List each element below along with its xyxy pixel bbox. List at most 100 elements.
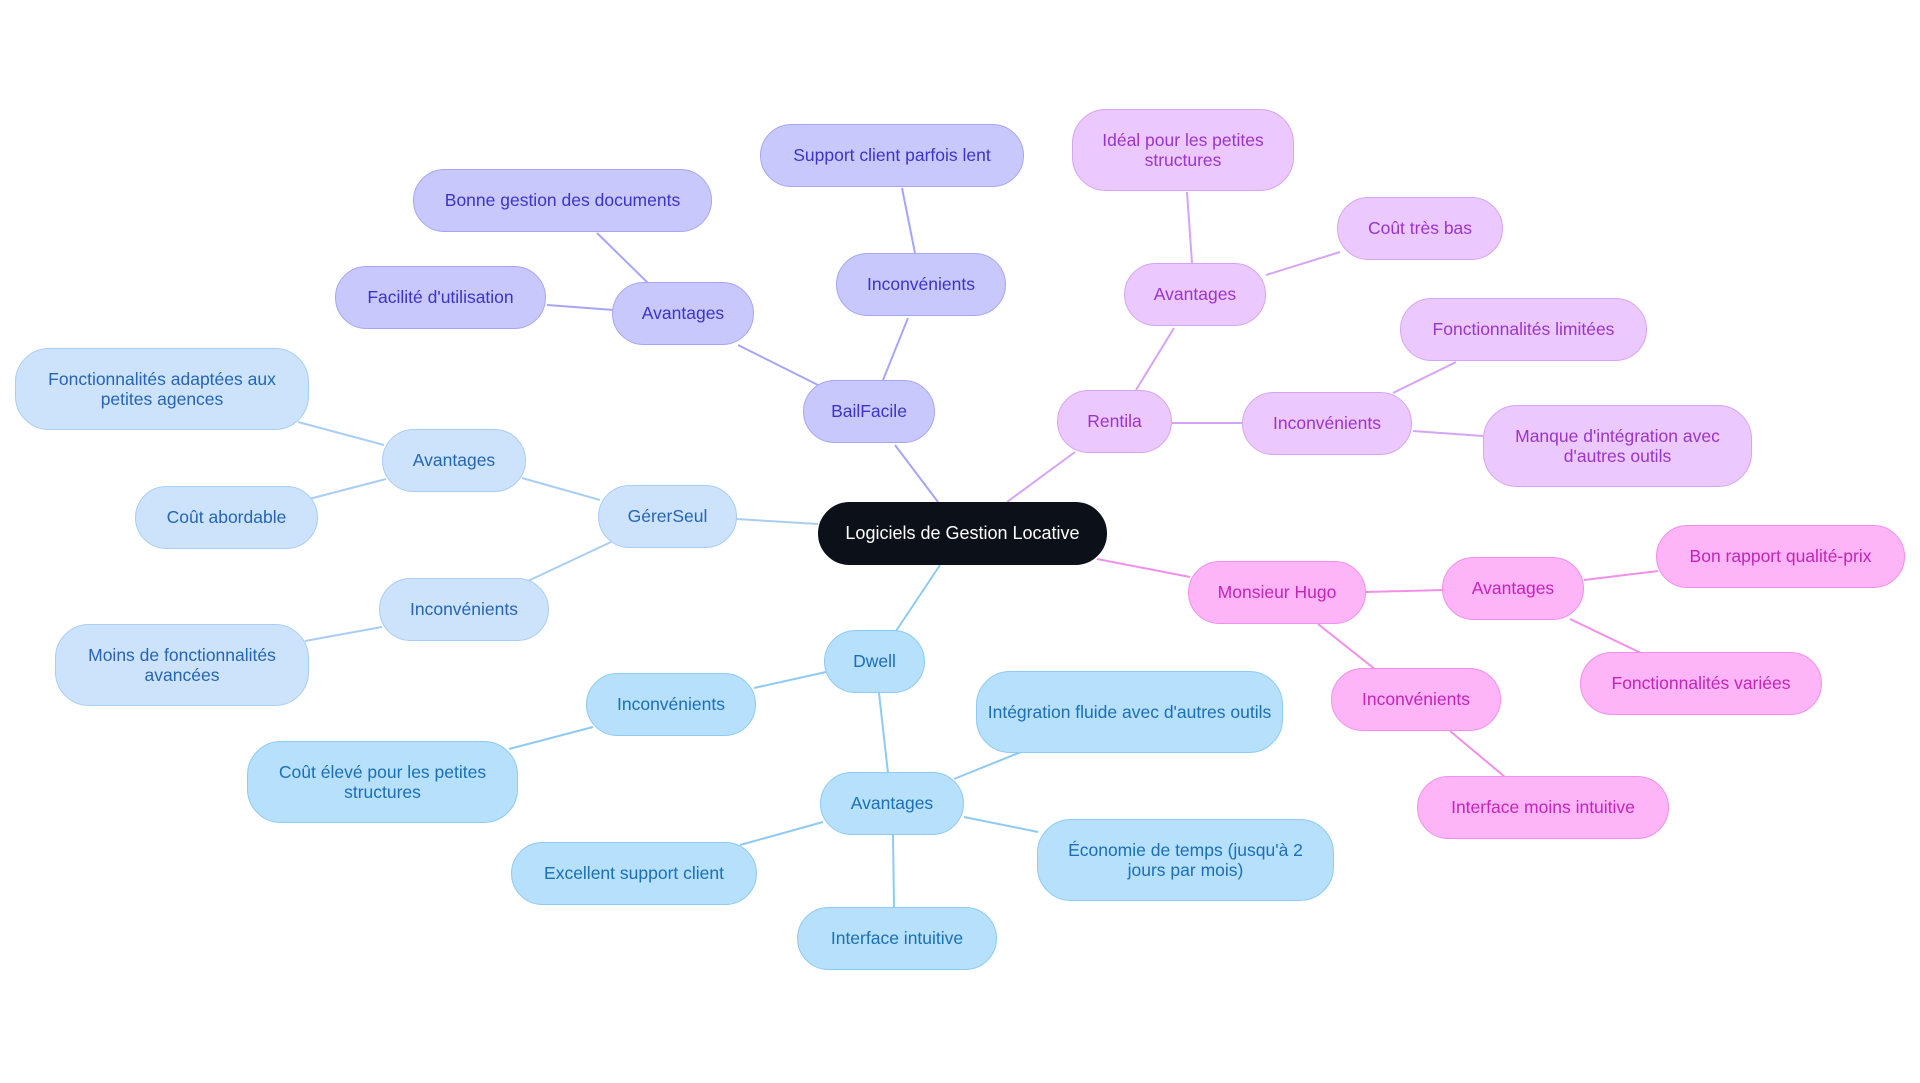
item-label: Fonctionnalités adaptées aux petites age… — [48, 368, 276, 409]
bailfacile-inconvenients[interactable]: Inconvénients — [836, 253, 1006, 316]
gererseul-avantages[interactable]: Avantages — [382, 429, 526, 492]
dwell-inconvenients[interactable]: Inconvénients — [586, 673, 756, 736]
category-label: Avantages — [1153, 284, 1237, 305]
monsieur-hugo-inconvenient-item[interactable]: Interface moins intuitive — [1417, 776, 1669, 839]
dwell-avantage-item[interactable]: Intégration fluide avec d'autres outils — [976, 671, 1283, 753]
monsieur-hugo-avantages[interactable]: Avantages — [1442, 557, 1584, 620]
branch-bailfacile[interactable]: BailFacile — [803, 380, 935, 443]
category-label: Avantages — [1471, 578, 1555, 599]
dwell-avantage-item[interactable]: Économie de temps (jusqu'à 2 jours par m… — [1037, 819, 1334, 901]
edge-hugo-avantages — [1365, 589, 1444, 593]
edge-avantages-bon-rapport — [1583, 570, 1659, 581]
item-label: Économie de temps (jusqu'à 2 jours par m… — [1068, 839, 1303, 880]
dwell-inconvenient-item[interactable]: Coût élevé pour les petites structures — [247, 741, 518, 823]
item-label: Coût abordable — [166, 507, 287, 528]
item-label: Bonne gestion des documents — [444, 190, 681, 211]
bailfacile-avantage-item[interactable]: Bonne gestion des documents — [413, 169, 712, 232]
gererseul-inconvenient-item[interactable]: Moins de fonctionnalités avancées — [55, 624, 309, 706]
edge-avantages-facilite — [546, 304, 615, 311]
rentila-avantage-item[interactable]: Idéal pour les petites structures — [1072, 109, 1294, 191]
edge-inconvenients-fonct-limitees — [1392, 361, 1457, 394]
edge-avantages-cout-abordable — [308, 478, 387, 500]
edge-avantages-interface-intuitive — [892, 834, 895, 909]
item-label: Fonctionnalités limitées — [1432, 319, 1615, 340]
category-label: Avantages — [641, 303, 725, 324]
branch-monsieur-hugo[interactable]: Monsieur Hugo — [1188, 561, 1366, 624]
edge-avantages-fonct-variees — [1569, 618, 1644, 655]
bailfacile-inconvenient-item[interactable]: Support client parfois lent — [760, 124, 1024, 187]
edge-avantages-ideal — [1186, 191, 1193, 264]
edge-avantages-bonne-gestion — [596, 232, 651, 286]
edge-avantages-excellent-support — [739, 821, 824, 846]
item-label: Interface moins intuitive — [1451, 797, 1635, 818]
edge-bailfacile-inconvenients — [882, 317, 909, 381]
item-label: Bon rapport qualité-prix — [1689, 546, 1872, 567]
edge-rentila-avantages — [1135, 327, 1175, 391]
item-label: Coût très bas — [1367, 218, 1473, 239]
branch-gererseul[interactable]: GérerSeul — [598, 485, 737, 548]
edge-root-rentila — [1006, 451, 1076, 503]
category-label: Avantages — [412, 450, 496, 471]
gererseul-inconvenients[interactable]: Inconvénients — [379, 578, 549, 641]
branch-label: Dwell — [853, 651, 896, 672]
edge-dwell-inconvenients — [753, 671, 827, 689]
edge-gererseul-avantages — [521, 477, 601, 501]
category-label: Inconvénients — [1362, 689, 1470, 710]
root-node[interactable]: Logiciels de Gestion Locative — [818, 502, 1107, 565]
rentila-inconvenient-item[interactable]: Manque d'intégration avec d'autres outil… — [1483, 405, 1752, 487]
monsieur-hugo-avantage-item[interactable]: Bon rapport qualité-prix — [1656, 525, 1905, 588]
edge-root-monsieur-hugo — [1096, 558, 1191, 578]
edge-avantages-cout-bas — [1265, 251, 1341, 276]
branch-rentila[interactable]: Rentila — [1057, 390, 1172, 453]
dwell-avantage-item[interactable]: Interface intuitive — [797, 907, 997, 970]
branch-label: Monsieur Hugo — [1217, 582, 1337, 603]
edge-bailfacile-avantages — [737, 344, 819, 386]
edge-avantages-fonct-adaptees — [297, 421, 385, 446]
dwell-avantages[interactable]: Avantages — [820, 772, 964, 835]
edge-inconvenients-moins-fonct — [304, 626, 383, 642]
item-label: Idéal pour les petites structures — [1102, 129, 1264, 170]
item-label: Intégration fluide avec d'autres outils — [987, 701, 1272, 722]
gererseul-avantage-item[interactable]: Fonctionnalités adaptées aux petites age… — [15, 348, 309, 430]
bailfacile-avantage-item[interactable]: Facilité d'utilisation — [335, 266, 546, 329]
monsieur-hugo-inconvenients[interactable]: Inconvénients — [1331, 668, 1501, 731]
item-label: Fonctionnalités variées — [1611, 673, 1791, 694]
rentila-inconvenients[interactable]: Inconvénients — [1242, 392, 1412, 455]
item-label: Excellent support client — [544, 863, 724, 884]
edge-dwell-avantages — [878, 692, 889, 774]
rentila-inconvenient-item[interactable]: Fonctionnalités limitées — [1400, 298, 1647, 361]
item-label: Coût élevé pour les petites structures — [278, 761, 487, 802]
edge-root-gererseul — [735, 518, 819, 525]
rentila-avantage-item[interactable]: Coût très bas — [1337, 197, 1503, 260]
item-label: Facilité d'utilisation — [367, 287, 514, 308]
edge-inconvenients-interface — [1449, 730, 1506, 778]
edge-inconvenients-cout-eleve — [508, 726, 594, 750]
edge-avantages-integration — [953, 751, 1022, 780]
category-label: Inconvénients — [617, 694, 725, 715]
edge-root-dwell — [895, 564, 941, 632]
item-label: Manque d'intégration avec d'autres outil… — [1515, 425, 1720, 466]
edge-root-bailfacile — [894, 444, 939, 503]
category-label: Avantages — [850, 793, 934, 814]
item-label: Support client parfois lent — [793, 145, 991, 166]
edge-avantages-economie — [963, 816, 1039, 833]
bailfacile-avantages[interactable]: Avantages — [612, 282, 754, 345]
branch-label: BailFacile — [831, 401, 907, 422]
root-label: Logiciels de Gestion Locative — [845, 523, 1080, 544]
branch-label: Rentila — [1087, 411, 1142, 432]
rentila-avantages[interactable]: Avantages — [1124, 263, 1266, 326]
dwell-avantage-item[interactable]: Excellent support client — [511, 842, 757, 905]
category-label: Inconvénients — [410, 599, 518, 620]
edge-gererseul-inconvenients — [527, 541, 612, 582]
branch-dwell[interactable]: Dwell — [824, 630, 925, 693]
gererseul-avantage-item[interactable]: Coût abordable — [135, 486, 318, 549]
item-label: Moins de fonctionnalités avancées — [88, 644, 276, 685]
category-label: Inconvénients — [867, 274, 975, 295]
item-label: Interface intuitive — [830, 928, 964, 949]
edge-hugo-inconvenients — [1317, 623, 1377, 671]
monsieur-hugo-avantage-item[interactable]: Fonctionnalités variées — [1580, 652, 1822, 715]
category-label: Inconvénients — [1273, 413, 1381, 434]
branch-label: GérerSeul — [627, 506, 708, 527]
